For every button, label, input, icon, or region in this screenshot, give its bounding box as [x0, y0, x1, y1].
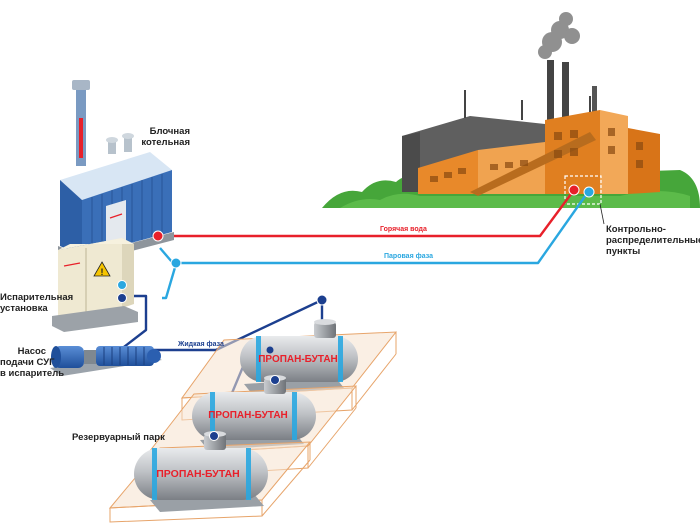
control-points-label-line: пункты: [606, 246, 641, 257]
tank-label: ПРОПАН-БУТАН: [208, 410, 288, 421]
chimney: [547, 60, 554, 122]
vapor-phase-pipe: [176, 191, 589, 265]
factory: [322, 12, 700, 208]
evaporator-label-line: Испарительная: [0, 292, 74, 303]
liquid-node: [316, 294, 328, 306]
conveyor: [470, 132, 596, 196]
boiler-house-label-line: котельная: [141, 137, 190, 148]
control-points-box: [564, 175, 602, 205]
liquid-node: [209, 431, 219, 441]
control-points-label-line: распределительные: [606, 235, 700, 246]
evaporator-label-line: установка: [0, 303, 48, 314]
hot-water-node: [152, 230, 164, 242]
evaporator-label: Испарительная установка: [0, 292, 74, 314]
boiler-side: [82, 170, 172, 256]
lpg-pump: [50, 346, 162, 376]
boiler-door: [106, 200, 126, 246]
tank: ПРОПАН-БУТАН: [192, 375, 316, 450]
evaporator-unit: !: [52, 230, 182, 332]
roof-antennas: [464, 90, 591, 120]
boiler-house-label-line: Блочная: [149, 126, 190, 137]
warning-icon: [93, 261, 111, 277]
tank-label: ПРОПАН-БУТАН: [258, 354, 338, 365]
tank: ПРОПАН-БУТАН: [134, 431, 268, 512]
tank-farm: ПРОПАН-БУТАН ПРОПАН-БУТАН: [108, 294, 398, 523]
tank-farm-label: Резервуарный парк: [72, 432, 165, 443]
boiler-flue: [79, 118, 83, 158]
liquid-node: [270, 375, 280, 385]
liquid-node: [117, 293, 127, 303]
vapor-node: [170, 257, 182, 269]
vapor-phase-label: Паровая фаза: [384, 253, 433, 260]
control-points-leader: [599, 203, 605, 225]
control-point-vapor-node: [583, 186, 595, 198]
pump-label-line: в испаритель: [0, 368, 65, 379]
hot-water-label: Горячая вода: [380, 226, 427, 233]
pump-label-line: подачи СУГ: [0, 357, 55, 368]
control-points-label-line: Контрольно-: [606, 224, 666, 235]
pump-label-line: Насос: [17, 346, 46, 357]
smoke: [538, 12, 580, 59]
factory-block: [628, 128, 660, 194]
liquid-phase-pipe: [120, 298, 324, 437]
tank-label: ПРОПАН-БУТАН: [156, 468, 240, 480]
roof-vents: [106, 133, 134, 154]
control-point-hot-node: [568, 184, 580, 196]
greenery: [340, 191, 690, 208]
svg-text:!: !: [101, 267, 104, 277]
chimney: [562, 62, 569, 122]
liquid-node: [266, 346, 274, 354]
chimney: [592, 86, 597, 122]
vapor-node: [117, 280, 127, 290]
vapor-phase-pipe: [159, 247, 178, 300]
boiler-house-label: Блочная котельная: [130, 126, 190, 148]
factory-hall: [402, 132, 420, 192]
pump-label: Насос подачи СУГ в испаритель: [0, 346, 65, 379]
boiler-front: [60, 180, 82, 256]
liquid-phase-label: Жидкая фаза: [178, 341, 224, 348]
control-points-label: Контрольно- распределительные пункты: [606, 224, 700, 257]
factory-windows: [430, 128, 643, 182]
hot-water-pipe: [158, 189, 575, 238]
boiler-roof: [60, 152, 172, 200]
